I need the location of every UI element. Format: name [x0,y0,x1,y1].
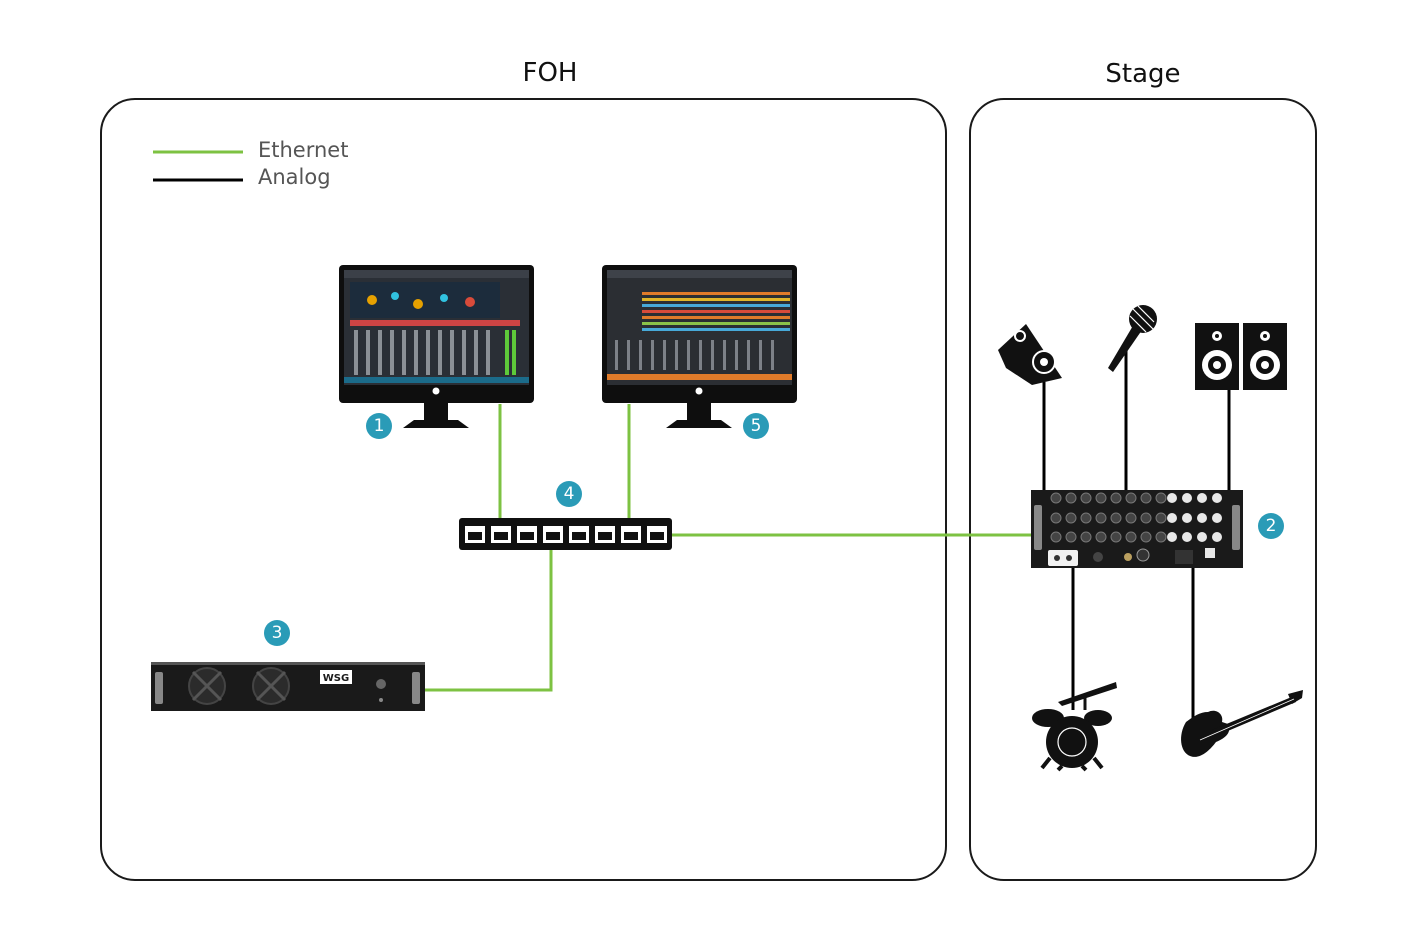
foh-area-box [100,98,947,881]
stage-section-title: Stage [1105,59,1181,89]
legend-ethernet-label: Ethernet [258,138,349,162]
badge-5: 5 [743,413,769,439]
badge-2: 2 [1258,513,1284,539]
microphone-icon [1108,305,1157,372]
rack-server-icon: WSG [151,662,425,711]
analog-cables [1042,350,1231,720]
legend-analog-label: Analog [258,165,331,189]
badge-3: 3 [264,620,290,646]
ethernet-cables [425,404,1032,692]
rack-server-logo: WSG [323,673,349,684]
monitor-icon [602,265,797,428]
pa-speakers-icon [1195,323,1287,390]
badge-1: 1 [366,413,392,439]
drum-kit-icon [1032,682,1117,772]
network-switch-icon [459,518,672,550]
foh-section-title: FOH [522,58,578,88]
floor-wedge-speaker-icon [998,324,1062,385]
stage-area-box [969,98,1317,881]
stage-box-icon [1031,490,1243,568]
electric-guitar-icon [1181,690,1303,757]
badge-4: 4 [556,481,582,507]
monitor-icon [339,265,534,428]
